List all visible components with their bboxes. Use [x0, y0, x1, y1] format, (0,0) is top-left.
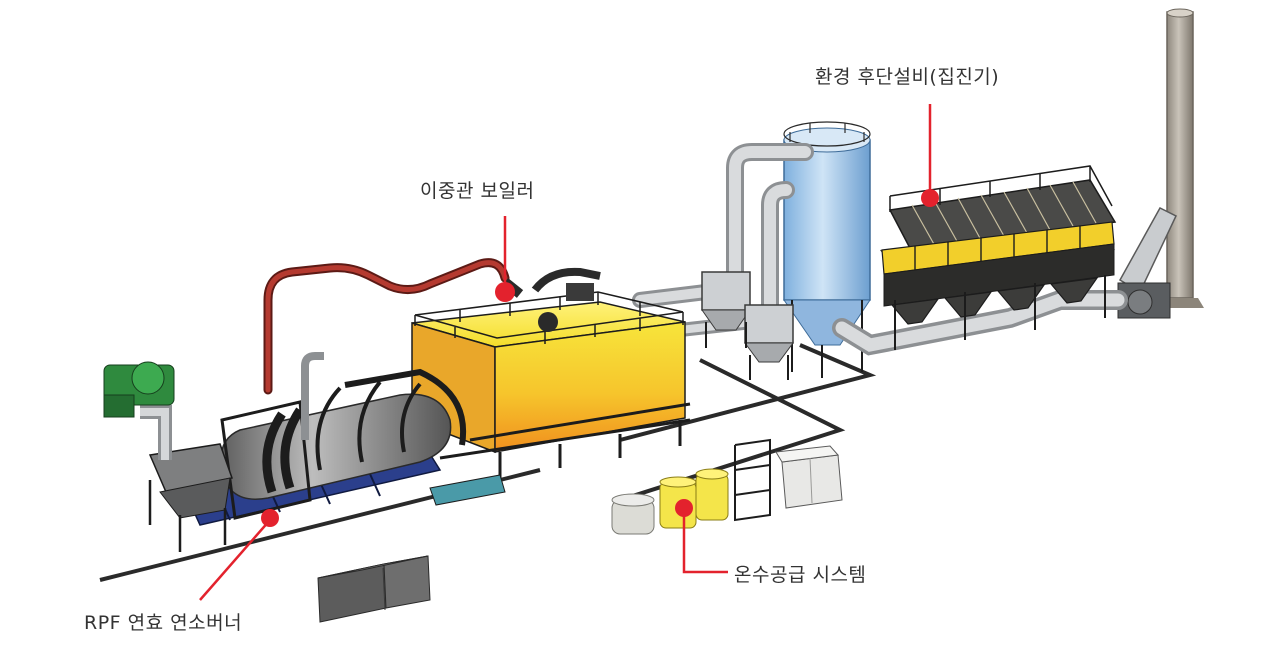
label-hot-water-system: 온수공급 시스템 — [734, 564, 867, 586]
callout-burner — [199, 509, 279, 601]
exhaust-stack — [1117, 8, 1204, 319]
dust-collector — [880, 165, 1117, 350]
rpf-burner-assembly — [103, 352, 506, 552]
label-double-tube-boiler: 이중관 보일러 — [420, 180, 535, 202]
label-rpf-burner: RPF 연효 연소버너 — [84, 612, 243, 634]
double-tube-boiler — [411, 267, 691, 478]
hot-gas-duct — [263, 258, 510, 395]
hot-water-system — [611, 438, 843, 535]
label-dust-collector: 환경 후단설비(집진기) — [815, 66, 1000, 88]
callout-dust-collector — [921, 104, 939, 207]
green-fan — [103, 361, 175, 418]
floor-boxes — [317, 555, 431, 623]
callout-hot-water — [675, 499, 728, 574]
callout-boiler — [495, 216, 515, 302]
cyclone-units — [701, 271, 794, 380]
